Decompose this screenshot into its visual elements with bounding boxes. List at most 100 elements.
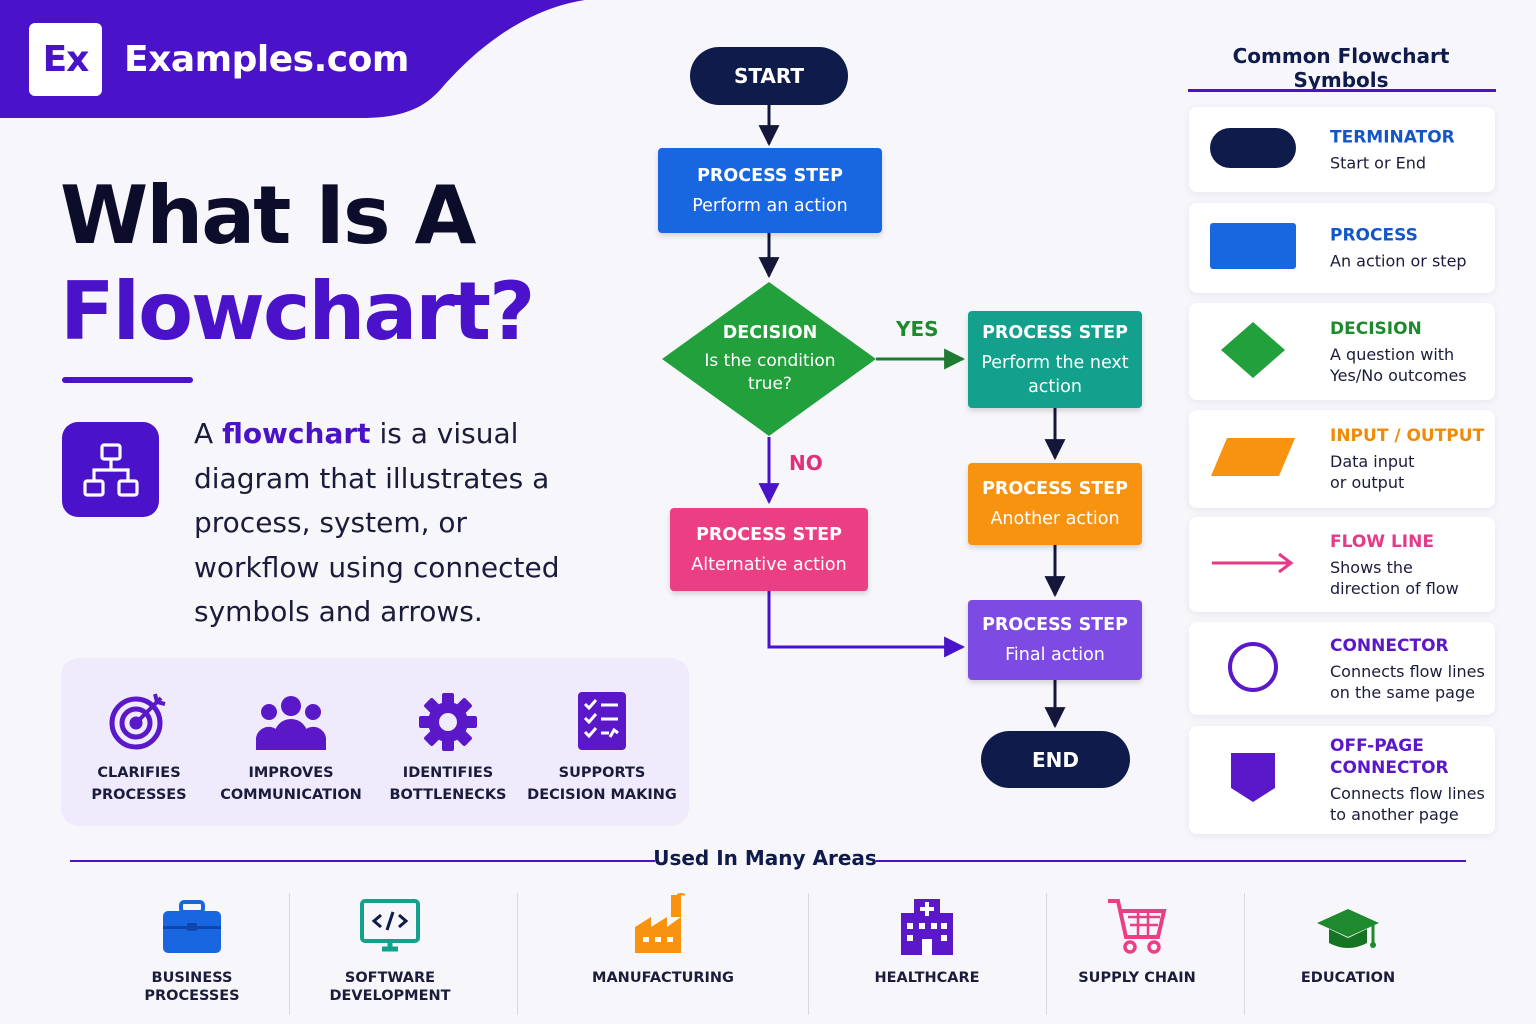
symbol-card-off-page-connector[interactable]: OFF-PAGE CONNECTOR Connects flow lines to… <box>1189 726 1495 834</box>
area-supply-chain: SUPPLY CHAIN <box>1070 893 1204 987</box>
area-software: SOFTWARE DEVELOPMENT <box>320 893 460 1005</box>
benefit-label: IMPROVES COMMUNICATION <box>220 765 362 803</box>
hospital-icon <box>861 893 993 955</box>
symbol-card-process[interactable]: PROCESS An action or step <box>1189 203 1495 293</box>
decision-diamond <box>662 282 876 436</box>
briefcase-icon <box>122 893 262 955</box>
flow-end-node[interactable]: END <box>981 731 1130 788</box>
node-text: Another action <box>990 509 1120 529</box>
flow-start-node[interactable]: START <box>690 47 848 105</box>
benefit-label: SUPPORTS DECISION MAKING <box>527 765 677 803</box>
area-label: HEALTHCARE <box>874 970 980 986</box>
people-icon <box>206 686 376 752</box>
area-divider <box>1046 893 1047 1015</box>
graduation-cap-icon <box>1286 893 1410 955</box>
benefit-improves: IMPROVES COMMUNICATION <box>206 686 376 806</box>
areas-rule-right <box>876 860 1466 862</box>
hierarchy-icon <box>62 422 159 517</box>
symbol-name: INPUT / OUTPUT <box>1330 426 1485 446</box>
symbol-name: OFF-PAGE CONNECTOR <box>1330 736 1449 778</box>
node-title: PROCESS STEP <box>982 615 1128 635</box>
no-label: NO <box>789 451 823 475</box>
area-label: SUPPLY CHAIN <box>1078 970 1196 986</box>
area-education: EDUCATION <box>1286 893 1410 987</box>
benefits-panel: CLARIFIES PROCESSES IMPROVES COMMUNICATI… <box>61 658 689 826</box>
benefit-clarifies: CLARIFIES PROCESSES <box>54 686 224 806</box>
area-label: EDUCATION <box>1300 970 1396 986</box>
yes-label: YES <box>896 317 939 341</box>
circle-shape-icon <box>1209 639 1299 699</box>
area-healthcare: HEALTHCARE <box>861 893 993 987</box>
node-title: DECISION <box>722 323 818 343</box>
symbol-desc: Start or End <box>1330 153 1427 172</box>
arrow-shape-icon <box>1209 548 1299 582</box>
node-text: Alternative action <box>691 554 847 575</box>
intro-prefix: A <box>194 417 223 450</box>
title-line-2: Flowchart? <box>60 265 535 358</box>
symbols-underline <box>1188 89 1496 92</box>
node-text: Perform an action <box>692 195 848 216</box>
area-divider <box>289 893 290 1015</box>
areas-rule-left <box>70 860 655 862</box>
symbol-desc: Data input or output <box>1330 452 1415 492</box>
symbol-desc: Connects flow lines on the same page <box>1330 661 1485 702</box>
flow-step-alternative[interactable]: PROCESS STEP Alternative action <box>670 508 868 591</box>
area-manufacturing: MANUFACTURING <box>586 893 740 987</box>
checklist-icon <box>517 686 687 752</box>
parallelogram-shape-icon <box>1209 434 1299 484</box>
flow-decision-node[interactable]: DECISION Is the condition true? <box>690 321 850 396</box>
area-divider <box>808 893 809 1015</box>
symbol-name: PROCESS <box>1330 225 1418 246</box>
brand[interactable]: Ex Examples.com <box>29 23 409 96</box>
header-band <box>0 0 585 118</box>
symbol-card-flow-line[interactable]: FLOW LINE Shows the direction of flow <box>1189 517 1495 612</box>
node-text: Perform the next action <box>981 352 1129 397</box>
pill-shape-icon <box>1209 126 1299 174</box>
node-text: Is the condition true? <box>704 351 836 394</box>
node-text: Final action <box>1005 645 1105 665</box>
symbol-desc: Shows the direction of flow <box>1330 557 1459 598</box>
brand-logo: Ex <box>29 23 102 96</box>
rectangle-shape-icon <box>1209 221 1299 275</box>
flow-step-perform[interactable]: PROCESS STEP Perform an action <box>658 148 882 233</box>
symbols-title: Common Flowchart Symbols <box>1232 44 1450 92</box>
title-line-1: What Is A <box>60 169 476 262</box>
area-divider <box>1244 893 1245 1015</box>
title-underline <box>62 377 193 383</box>
intro-paragraph: A flowchart is a visual diagram that ill… <box>194 412 594 635</box>
benefit-identifies: IDENTIFIES BOTTLENECKS <box>363 686 533 806</box>
cart-icon <box>1070 893 1204 955</box>
symbol-card-connector[interactable]: CONNECTOR Connects flow lines on the same… <box>1189 622 1495 715</box>
gear-icon <box>363 686 533 752</box>
intro-highlight: flowchart <box>222 417 371 450</box>
node-title: PROCESS STEP <box>697 165 843 186</box>
intro-rest: is a visual diagram that illustrates a p… <box>194 417 560 628</box>
symbol-desc: An action or step <box>1330 251 1467 271</box>
area-label: BUSINESS PROCESSES <box>144 970 240 1004</box>
symbol-name: CONNECTOR <box>1330 635 1449 656</box>
symbol-name: FLOW LINE <box>1330 531 1434 552</box>
pentagon-shape-icon <box>1209 750 1299 810</box>
area-divider <box>517 893 518 1015</box>
flow-step-next[interactable]: PROCESS STEP Perform the next action <box>968 311 1142 408</box>
target-icon <box>54 686 224 752</box>
symbol-name: DECISION <box>1330 318 1422 339</box>
flow-step-another[interactable]: PROCESS STEP Another action <box>968 463 1142 545</box>
page-title: What Is A Flowchart? <box>60 168 535 360</box>
area-label: SOFTWARE DEVELOPMENT <box>329 970 451 1004</box>
node-title: PROCESS STEP <box>982 322 1128 343</box>
flow-step-final[interactable]: PROCESS STEP Final action <box>968 600 1142 680</box>
symbol-card-input-output[interactable]: INPUT / OUTPUT Data input or output <box>1189 410 1495 508</box>
benefit-supports: SUPPORTS DECISION MAKING <box>517 686 687 806</box>
brand-name: Examples.com <box>124 39 409 80</box>
factory-icon <box>586 893 740 955</box>
node-title: PROCESS STEP <box>982 479 1128 499</box>
areas-title: Used In Many Areas <box>653 846 877 870</box>
code-monitor-icon <box>320 893 460 955</box>
area-label: MANUFACTURING <box>592 970 734 986</box>
node-title: PROCESS STEP <box>696 524 842 545</box>
symbol-desc: Connects flow lines to another page <box>1330 784 1485 824</box>
